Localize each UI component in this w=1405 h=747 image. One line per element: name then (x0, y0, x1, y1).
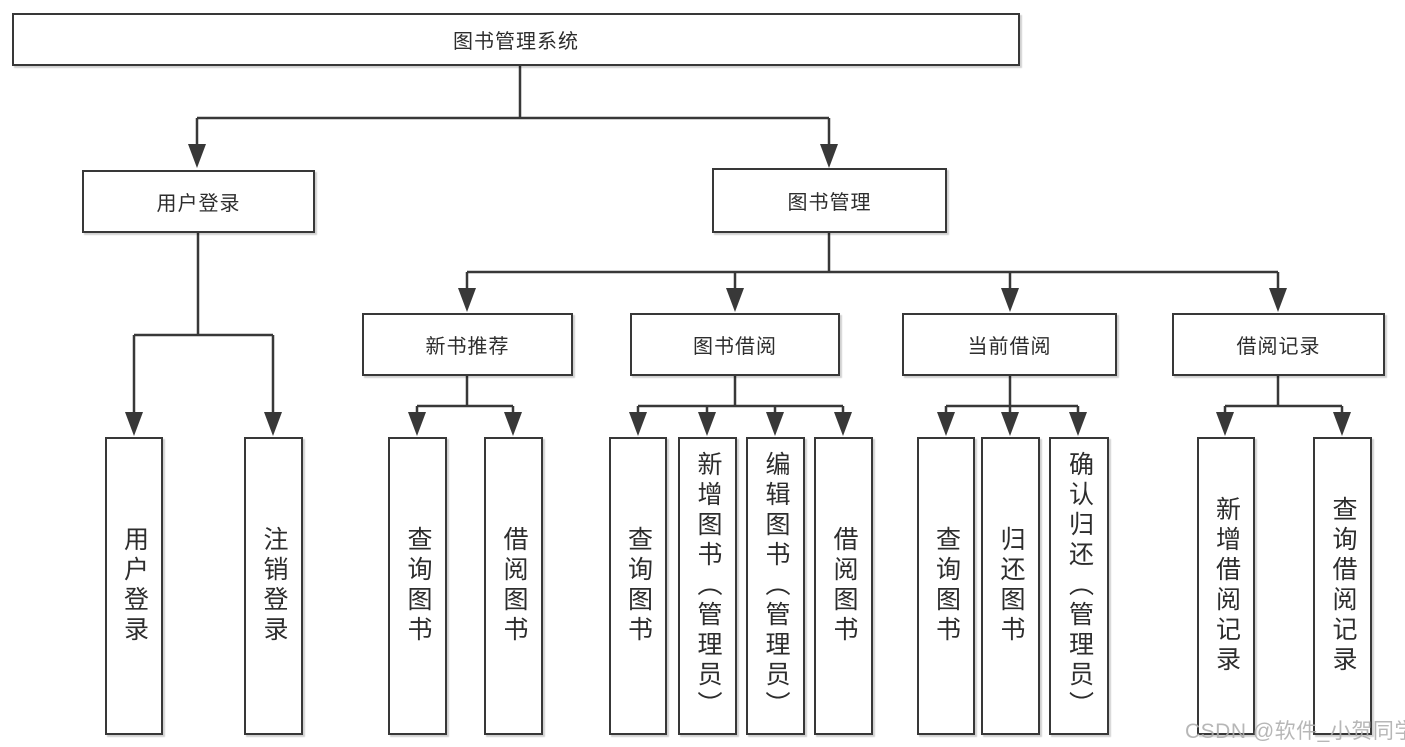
node-label: 用户登录 (120, 526, 149, 646)
arrowhead (264, 412, 282, 436)
arrowhead (629, 412, 647, 436)
node-system-root: 图书管理系统 (12, 13, 1020, 66)
arrowhead (1216, 412, 1234, 436)
node-label: 确认归还（管理员） (1065, 451, 1094, 721)
connector-user-login-branch (125, 233, 282, 436)
node-label: 图书借阅 (693, 336, 777, 358)
node-label: 用户登录 (156, 193, 241, 215)
leaf-bb-query-book: 查询图书 (609, 437, 667, 735)
connector-root-to-level2 (188, 66, 838, 168)
node-label: 查询图书 (932, 526, 961, 646)
node-borrow-record: 借阅记录 (1172, 313, 1385, 376)
node-label: 借阅记录 (1236, 336, 1321, 358)
arrowhead (1269, 288, 1287, 312)
node-label: 当前借阅 (967, 336, 1052, 358)
arrowhead (766, 412, 784, 436)
leaf-nbr-query-book: 查询图书 (388, 437, 447, 735)
leaf-br-add-record: 新增借阅记录 (1197, 437, 1255, 735)
node-label: 归还图书 (997, 526, 1025, 646)
leaf-bb-add-book-admin: 新增图书（管理员） (678, 437, 737, 735)
leaf-cb-query-book: 查询图书 (917, 437, 975, 735)
node-label: 查询图书 (404, 526, 432, 646)
arrowhead (726, 288, 744, 312)
node-label: 借阅图书 (830, 526, 858, 646)
node-label: 借阅图书 (500, 526, 528, 646)
arrowhead (1001, 412, 1019, 436)
arrowhead (504, 412, 522, 436)
node-label: 查询图书 (624, 526, 653, 646)
connector-book-borrow (629, 376, 852, 436)
node-label: 注销登录 (260, 526, 288, 646)
node-label: 查询借阅记录 (1329, 496, 1357, 676)
node-book-management-branch: 图书管理 (712, 168, 947, 233)
leaf-br-query-record: 查询借阅记录 (1313, 437, 1372, 735)
node-label: 新增借阅记录 (1212, 496, 1241, 676)
node-label: 新增图书（管理员） (694, 451, 722, 721)
leaf-cb-return-book: 归还图书 (981, 437, 1040, 735)
csdn-watermark: CSDN @软件_小贺同学 (1185, 720, 1405, 743)
arrowhead (698, 412, 716, 436)
arrowhead (820, 144, 838, 168)
arrowhead (1001, 288, 1019, 312)
node-label: 图书管理系统 (453, 31, 579, 53)
node-label: 编辑图书（管理员） (762, 451, 790, 721)
arrowhead (937, 412, 955, 436)
arrowhead (1069, 412, 1087, 436)
leaf-bb-edit-book-admin: 编辑图书（管理员） (746, 437, 805, 735)
connector-new-book-recommend (408, 376, 522, 436)
node-label: 图书管理 (787, 192, 872, 214)
leaf-logout: 注销登录 (244, 437, 303, 735)
arrowhead (408, 412, 426, 436)
leaf-user-login: 用户登录 (105, 437, 163, 735)
arrowhead (458, 288, 476, 312)
connector-book-management-to-groups (458, 233, 1287, 312)
leaf-cb-confirm-return-admin: 确认归还（管理员） (1049, 437, 1109, 735)
leaf-bb-borrow-book: 借阅图书 (814, 437, 873, 735)
arrowhead (125, 412, 143, 436)
node-book-borrow: 图书借阅 (630, 313, 840, 376)
node-user-login-branch: 用户登录 (82, 170, 315, 233)
connector-current-borrow (937, 376, 1087, 436)
arrowhead (1333, 412, 1351, 436)
arrowhead (834, 412, 852, 436)
node-label: 新书推荐 (425, 336, 510, 358)
node-current-borrow: 当前借阅 (902, 313, 1117, 376)
node-new-book-recommend: 新书推荐 (362, 313, 573, 376)
leaf-nbr-borrow-book: 借阅图书 (484, 437, 543, 735)
connector-borrow-record (1216, 376, 1351, 436)
arrowhead (188, 144, 206, 168)
